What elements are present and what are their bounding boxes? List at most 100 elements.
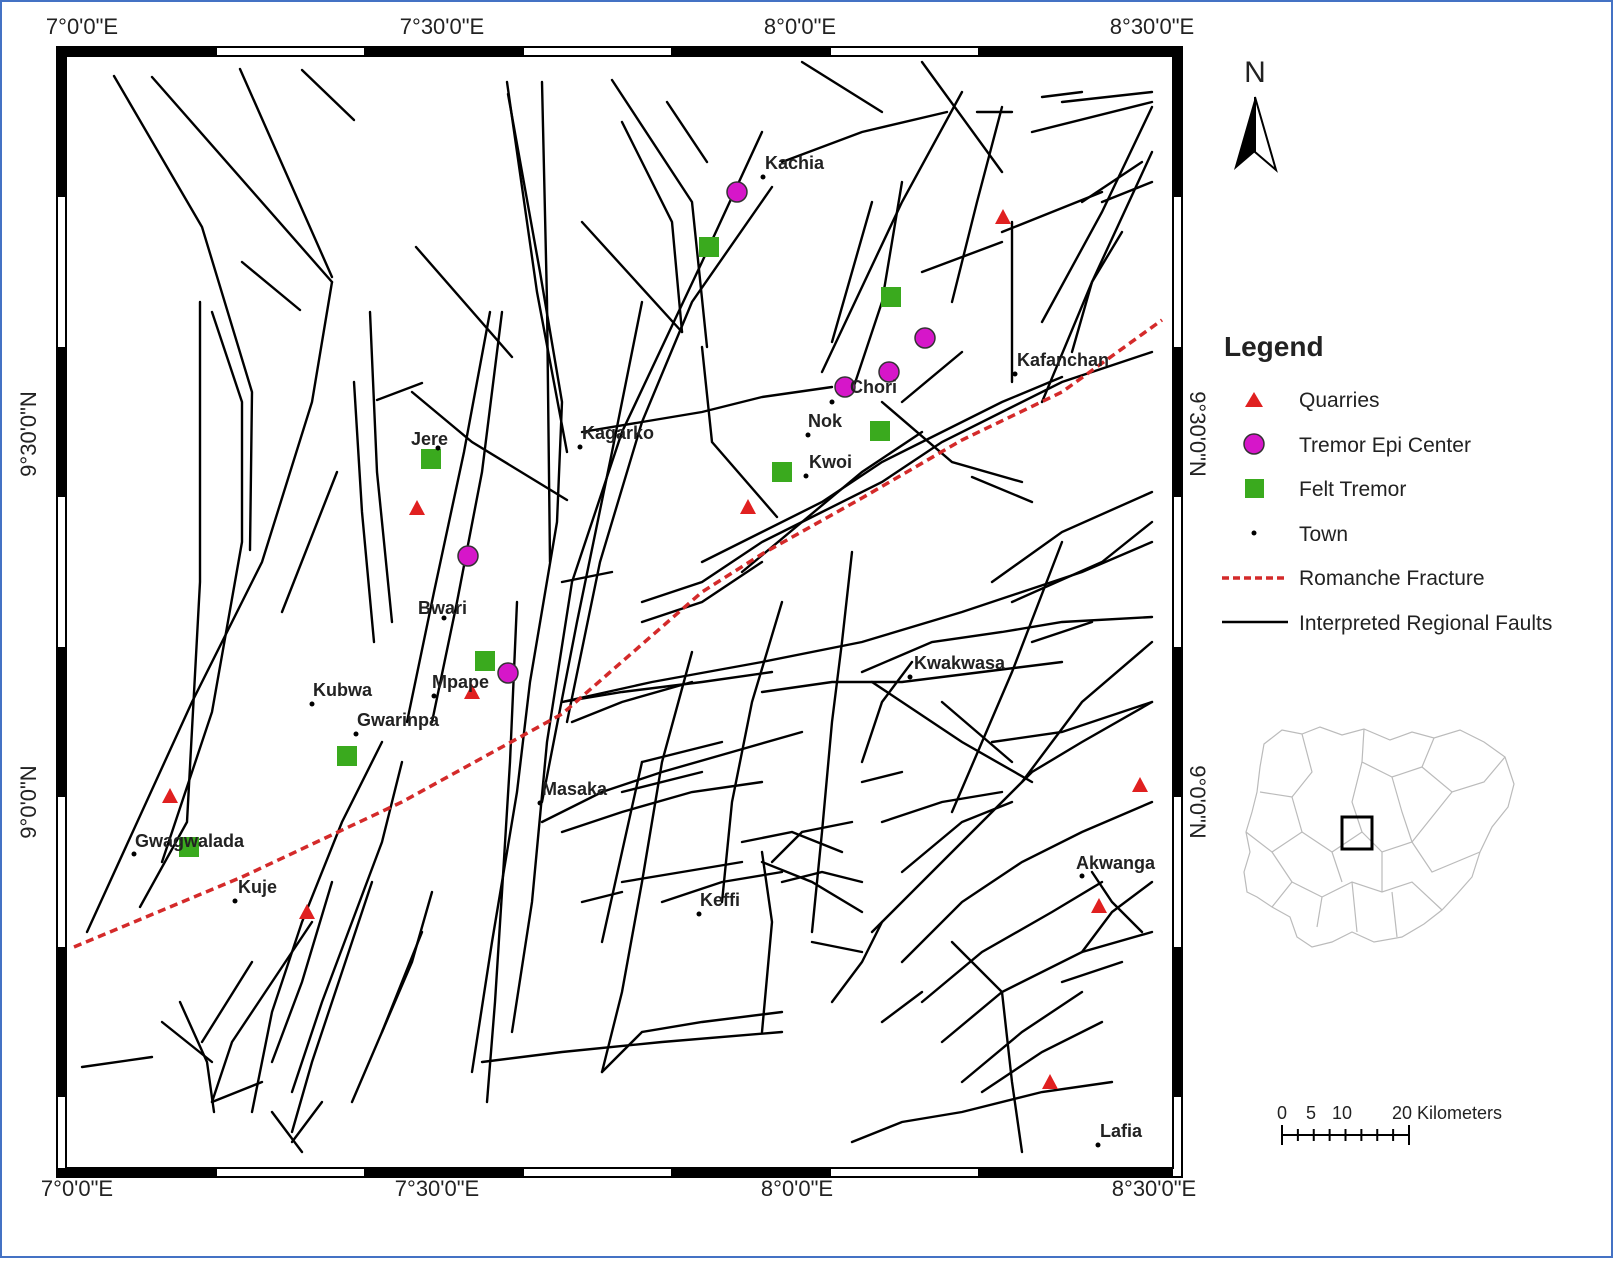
fault-line-22 <box>510 130 764 1034</box>
coord-bottom-4: 8°30'0"E <box>1112 1176 1196 1201</box>
fault-line-33 <box>830 200 874 344</box>
fault-line-116 <box>160 1020 214 1064</box>
coord-left-2: 9°0'0"N <box>16 765 41 838</box>
fault-line-1 <box>112 74 254 552</box>
inset-boundary <box>1331 841 1481 892</box>
fault-line-98 <box>850 1080 1114 1144</box>
romanche-fracture <box>73 318 1164 949</box>
inset-boundary <box>1351 761 1413 843</box>
fault-line-58 <box>860 615 1154 674</box>
legend-label-epicenter: Tremor Epi Center <box>1299 434 1471 457</box>
felt-square-icon <box>1245 479 1264 498</box>
town-labels: KachiaKafanchanChoriNokKwoiKagarkoJereBw… <box>131 153 1156 1148</box>
town-dot-kachia <box>760 174 766 180</box>
fault-line-82 <box>760 860 864 914</box>
fault-line-54 <box>640 560 764 624</box>
coord-bottom-3: 8°0'0"E <box>761 1176 833 1201</box>
fault-line-93 <box>940 930 1154 1044</box>
fault-line-74 <box>600 760 644 944</box>
map-symbols <box>162 181 1148 1089</box>
town-label-nok: Nok <box>808 411 843 431</box>
epicenter-circle-4 <box>834 376 856 398</box>
fault-line-117 <box>200 960 254 1044</box>
fault-line-100 <box>830 920 884 1004</box>
fault-line-66 <box>870 680 1034 784</box>
inset-boundary <box>1271 851 1293 908</box>
nigeria-outline <box>1243 726 1515 948</box>
inset-boundary <box>1259 733 1313 798</box>
scale-label-0: 0 <box>1277 1103 1287 1123</box>
town-label-kafanchan: Kafanchan <box>1017 350 1109 370</box>
legend-label-fracture: Romanche Fracture <box>1299 567 1485 590</box>
town-label-kwakwasa: Kwakwasa <box>914 653 1006 673</box>
fault-line-73 <box>600 650 694 1074</box>
felt-tremor-square-6 <box>475 651 495 671</box>
fault-line-36 <box>950 105 1004 304</box>
fault-line-24 <box>610 78 709 349</box>
fault-line-63 <box>1010 520 1154 604</box>
fault-line-42 <box>1030 100 1154 134</box>
fault-line-64 <box>1030 620 1094 644</box>
fault-line-20 <box>470 92 564 1074</box>
felt-tremor-square-5 <box>421 449 441 469</box>
fault-line-71 <box>720 600 784 904</box>
fault-line-10 <box>368 310 394 624</box>
fault-line-65 <box>940 700 1014 764</box>
fault-line-76 <box>540 730 804 824</box>
felt-tremor-square-1 <box>699 237 719 257</box>
legend-label-faults: Interpreted Regional Faults <box>1299 612 1552 635</box>
fault-line-106 <box>290 760 404 1094</box>
fault-line-86 <box>600 1010 784 1074</box>
north-arrow-light-icon <box>1254 96 1278 173</box>
town-dot-icon <box>1251 530 1257 536</box>
fault-line-56 <box>570 680 694 724</box>
quarry-triangle-7 <box>1091 898 1107 913</box>
scale-label-10: 10 <box>1332 1103 1352 1123</box>
fault-line-118 <box>210 1080 264 1104</box>
town-dot-gwagwalada <box>131 851 137 857</box>
inset-boundary <box>1361 728 1435 778</box>
interpreted-faults <box>80 60 1154 1154</box>
fault-line-45 <box>1000 190 1104 234</box>
scale-label-20: 20 Kilometers <box>1392 1103 1502 1123</box>
fault-line-114 <box>178 1000 216 1114</box>
fault-line-113 <box>210 920 314 1104</box>
quarry-triangle-3 <box>409 500 425 515</box>
fault-line-96 <box>1080 880 1154 954</box>
fault-line-13 <box>414 245 514 359</box>
fault-line-8 <box>85 280 334 934</box>
fault-line-90 <box>870 700 1154 934</box>
fault-line-112 <box>270 1110 304 1154</box>
fault-line-3 <box>238 67 334 279</box>
fault-line-84 <box>770 820 854 864</box>
fault-line-15 <box>405 310 492 724</box>
town-dot-kwakwasa <box>907 674 913 680</box>
fault-line-26 <box>665 100 709 164</box>
town-dot-chori <box>829 399 835 405</box>
fault-line-110 <box>350 930 424 1104</box>
fault-line-60 <box>880 400 1024 484</box>
town-label-mpape: Mpape <box>432 672 489 692</box>
fault-line-30 <box>800 60 884 114</box>
fault-line-35 <box>820 90 964 374</box>
fault-line-62 <box>990 490 1154 584</box>
fault-line-57 <box>760 660 1064 694</box>
fault-line-50 <box>560 570 614 584</box>
fault-line-94 <box>960 990 1084 1084</box>
town-dot-lafia <box>1095 1142 1101 1148</box>
felt-tremor-square-8 <box>179 837 199 857</box>
north-arrow: N <box>1234 56 1278 173</box>
town-label-kubwa: Kubwa <box>313 680 373 700</box>
fault-line-2 <box>150 75 334 284</box>
fault-line-107 <box>270 880 334 1064</box>
fault-line-99 <box>950 940 1024 1154</box>
fault-line-40 <box>1040 90 1084 99</box>
legend-title: Legend <box>1224 331 1324 362</box>
fault-line-83 <box>740 830 844 854</box>
town-label-kachia: Kachia <box>765 153 825 173</box>
town-dot-mpape <box>431 693 437 699</box>
town-dot-akwanga <box>1079 873 1085 879</box>
fault-line-108 <box>290 880 374 1134</box>
town-dot-gwarinpa <box>353 731 359 737</box>
